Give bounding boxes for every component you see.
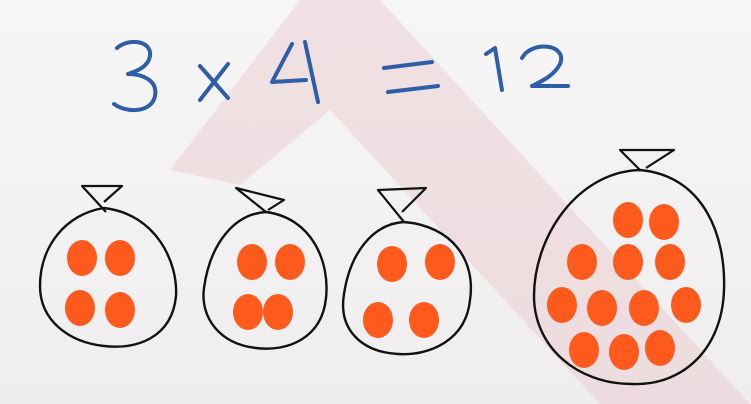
multiply-sign: [198, 62, 230, 102]
bag-1: [38, 184, 178, 348]
bag-2: [202, 186, 328, 350]
digit-1: [484, 46, 504, 92]
bag-3: [341, 186, 473, 356]
digit-3: [112, 39, 158, 113]
digit-4: [270, 40, 320, 104]
equals-sign: [382, 60, 440, 94]
digit-2: [520, 44, 570, 88]
bag-4: [532, 148, 726, 386]
equation: [112, 39, 570, 113]
